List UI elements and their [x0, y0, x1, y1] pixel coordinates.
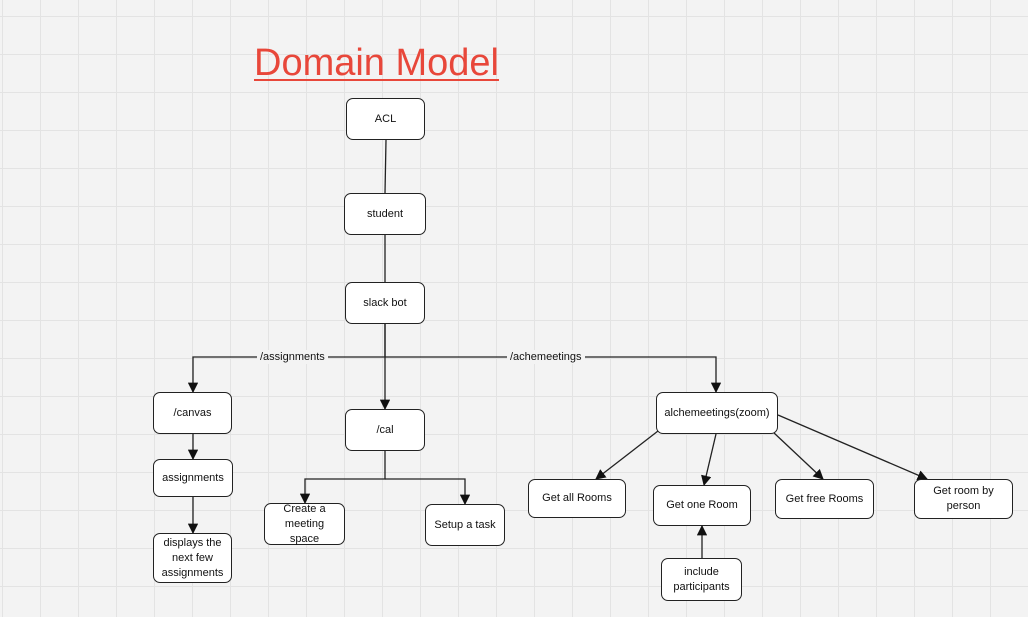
edge-slackbot-alchemeetings — [385, 356, 722, 394]
edge-acl-student — [384, 139, 387, 194]
node-assignments[interactable]: assignments — [153, 459, 233, 497]
node-get-free-rooms[interactable]: Get free Rooms — [775, 479, 874, 519]
edge-alch-get-free — [772, 431, 824, 480]
node-student[interactable]: student — [344, 193, 426, 235]
edge-label-achemeetings: /achemeetings — [507, 350, 585, 364]
node-setup-task[interactable]: Setup a task — [425, 504, 505, 546]
node-create-meeting-space[interactable]: Create a meeting space — [264, 503, 345, 545]
node-get-one-room[interactable]: Get one Room — [653, 485, 751, 526]
node-acl[interactable]: ACL — [346, 98, 425, 140]
node-alchemeetings[interactable]: alchemeetings(zoom) — [656, 392, 778, 434]
node-get-room-by-person[interactable]: Get room by person — [914, 479, 1013, 519]
edge-cal-create-meeting — [299, 451, 386, 505]
edge-alch-get-person — [777, 414, 928, 481]
node-get-all-rooms[interactable]: Get all Rooms — [528, 479, 626, 518]
edge-label-assignments: /assignments — [257, 350, 328, 364]
edge-alch-get-all — [595, 430, 659, 480]
node-cal[interactable]: /cal — [345, 409, 425, 451]
node-canvas[interactable]: /canvas — [153, 392, 232, 434]
node-slack-bot[interactable]: slack bot — [345, 282, 425, 324]
node-displays-next-assignments[interactable]: displays the next few assignments — [153, 533, 232, 583]
edge-cal-setup-task — [385, 478, 471, 506]
diagram-title: Domain Model — [254, 42, 499, 84]
edge-alch-get-one — [701, 433, 717, 487]
node-include-participants[interactable]: include participants — [661, 558, 742, 601]
